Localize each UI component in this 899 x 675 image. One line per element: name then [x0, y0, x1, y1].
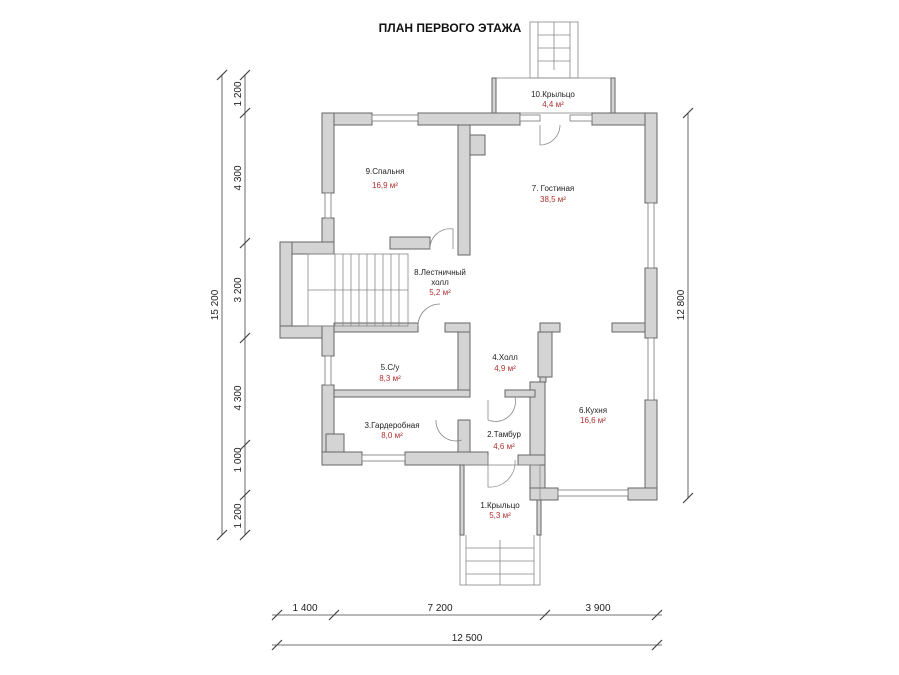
dimension-tick	[239, 237, 251, 249]
dim-left-seg: 1 200	[233, 503, 244, 528]
dim-left-total: 15 200	[210, 289, 221, 320]
dimension-tick	[239, 332, 251, 344]
room-living: 7. Гостиная 38,5 м²	[532, 184, 574, 204]
dim-bottom-seg: 1 400	[292, 603, 317, 614]
svg-text:10.Крыльцо: 10.Крыльцо	[531, 90, 575, 99]
dim-left-seg: 1 000	[233, 447, 244, 472]
svg-text:7. Гостиная: 7. Гостиная	[532, 184, 574, 193]
room-bathroom: 5.С/у 8,3 м²	[379, 363, 401, 383]
dimension-tick	[239, 489, 251, 501]
dimension-right: 12 800	[676, 107, 694, 504]
svg-text:2.Тамбур: 2.Тамбур	[487, 430, 521, 439]
svg-text:8,0 м²: 8,0 м²	[381, 431, 403, 440]
svg-text:16,6 м²: 16,6 м²	[580, 416, 606, 425]
dim-bottom-seg: 3 900	[585, 603, 610, 614]
dimension-tick	[239, 107, 251, 119]
dim-bottom-seg: 7 200	[427, 603, 452, 614]
dimension-tick	[239, 529, 251, 541]
staircase[interactable]	[307, 253, 409, 327]
dim-bottom-total: 12 500	[452, 633, 483, 644]
svg-text:9.Спальня: 9.Спальня	[366, 167, 405, 176]
svg-text:холл: холл	[431, 278, 449, 287]
dimension-bottom: 1 400 7 200 3 900 12 500	[271, 603, 663, 651]
dim-right-total: 12 800	[676, 289, 687, 320]
porch-bottom	[459, 464, 542, 586]
dim-left-seg: 1 200	[233, 81, 244, 106]
svg-text:6.Кухня: 6.Кухня	[579, 406, 607, 415]
dim-left-seg: 4 300	[233, 165, 244, 190]
svg-text:4,6 м²: 4,6 м²	[493, 442, 515, 451]
svg-text:38,5 м²: 38,5 м²	[540, 195, 566, 204]
windows	[324, 114, 655, 497]
dimension-tick	[239, 439, 251, 451]
svg-text:4,4 м²: 4,4 м²	[542, 100, 564, 109]
svg-text:4,9 м²: 4,9 м²	[494, 364, 516, 373]
svg-text:5,3 м²: 5,3 м²	[489, 511, 511, 520]
plan-title: ПЛАН ПЕРВОГО ЭТАЖА	[379, 21, 522, 35]
svg-text:16,9 м²: 16,9 м²	[372, 181, 398, 190]
svg-text:5,2 м²: 5,2 м²	[429, 288, 451, 297]
dim-left-seg: 4 300	[233, 385, 244, 410]
dimension-tick	[239, 69, 251, 81]
svg-text:4.Холл: 4.Холл	[492, 353, 518, 362]
svg-text:8.Лестничный: 8.Лестничный	[414, 268, 466, 277]
walls	[279, 112, 658, 501]
dimension-left: 15 200 1 200 4 300 3 200 4 300 1 000 1 2…	[210, 69, 251, 541]
svg-text:8,3 м²: 8,3 м²	[379, 374, 401, 383]
svg-text:3.Гардеробная: 3.Гардеробная	[364, 421, 419, 430]
svg-text:1.Крыльцо: 1.Крыльцо	[480, 501, 520, 510]
dim-left-seg: 3 200	[233, 277, 244, 302]
svg-text:5.С/у: 5.С/у	[381, 363, 400, 372]
room-hall: 4.Холл 4,9 м²	[492, 353, 518, 373]
room-tambour: 2.Тамбур 4,6 м²	[487, 430, 521, 451]
room-bedroom: 9.Спальня 16,9 м²	[366, 167, 405, 190]
